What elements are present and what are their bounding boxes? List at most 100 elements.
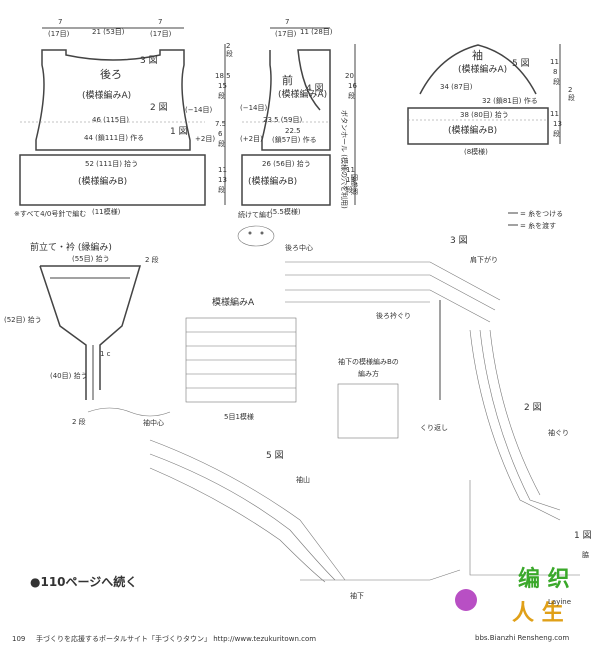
svg-text:段: 段 [568,93,575,102]
front-top-left: 7 [285,18,289,26]
chart-fig3: 3 図 [450,235,468,246]
sleeve-rows: (8模様) [464,147,488,156]
stitch-chart-fig2: 2 図 袖ぐり [469,329,569,521]
chart-underarm-title: 袖下の模様編みBの [338,357,399,366]
footer: ●110ページへ続く 109 手づくりを応援するポータルサイト「手づくりタウン」… [12,574,316,643]
back-top-right: 7 [158,18,162,26]
chart-back-center: 後ろ中心 [285,243,313,252]
back-top-left: 7 [58,18,62,26]
chart-underarm: 袖下 [350,591,364,600]
back-fig2: 2 図 [150,102,168,113]
chart-armhole: 袖ぐり [548,428,569,437]
svg-text:13: 13 [218,176,227,184]
back-top-left-sts: (17目) [48,30,70,38]
back-piece: 後ろ (模様編みA) (模様編みB) 3 図 2 図 1 図 7 (17目) 2… [14,18,215,218]
hook-note: ※すべて4/0号針で編む [14,209,86,218]
placket-width: 1 c [100,350,111,358]
svg-text:段: 段 [218,91,225,100]
sleeve-bottom-width: 38 (80目) 拾う [460,110,509,119]
svg-text:15: 15 [218,82,227,90]
watermark-url: bbs.Bianzhi Rensheng.com [475,634,569,642]
back-mid-width: 46 (115目) [92,116,129,124]
sleeve-mid-width: 32 (鎖81目) 作る [482,96,538,105]
back-plus2: +2目) [195,135,215,143]
back-pattern-b: (模様編みB) [78,175,127,187]
front-top-right: 11 (28目) [300,28,333,36]
chart-back-neck: 後ろ衿ぐり [376,311,411,320]
chart-underarm-title2: 編み方 [358,369,379,378]
watermark-small: Layine [548,598,571,606]
svg-text:段: 段 [218,185,225,194]
watermark-logo: 编 织 人 生 Layine bbs.Bianzhi Rensheng.com [455,566,571,642]
chart-repeat: 5目1模様 [224,412,254,421]
continue-note: ●110ページへ続く [30,574,137,589]
back-rows: (11模様) [92,207,121,216]
front-chain: 22.5 [285,127,301,135]
front-piece: 前 (模様編みA) (模様編みB) 4 図 7 (17目) 11 (28目) 2… [238,18,333,219]
svg-text:6: 6 [218,130,223,138]
sleeve-fig5: 5 図 [512,58,530,69]
chart-fig1: 1 図 [574,530,592,541]
front-pattern-a: (模様編みA) [278,88,327,100]
sleeve-piece: 袖 (模様編みA) (模様編みB) 5 図 34 (87目) 32 (鎖81目)… [407,44,549,156]
svg-text:11: 11 [550,58,559,66]
placket-top: (55目) 拾う [72,254,110,263]
stitch-chart-fig5: 5 図 袖中心 袖山 1 図 脇 袖下 [143,418,592,600]
sleeve-pattern-a: (模様編みA) [458,63,507,75]
back-top-mid: 21 (53目) [92,28,125,36]
svg-text:8: 8 [553,68,557,76]
svg-text:7.5: 7.5 [215,120,226,128]
watermark-line1: 编 织 [518,566,570,592]
placket-rows2: 2 段 [72,417,86,426]
front-mid-width: 23.5 (59目) [263,116,302,124]
back-dec: (−14目) [185,106,213,114]
legend: = 糸をつける = 糸を渡す [508,209,563,230]
back-top-right-sts: (17目) [150,30,172,38]
chart-repeat2: くり返し [420,424,448,432]
front-bottom-width: 26 (56目) 拾う [262,159,311,168]
front-fig4: 4 図 [306,83,324,94]
front-dec: (−14目) [240,104,268,112]
svg-text:11: 11 [550,110,559,118]
svg-text:段: 段 [553,129,560,138]
front-top-left-sts: (17目) [275,30,297,38]
placket-rows: 2 段 [145,255,159,264]
placket-bottom: (40目) 拾う [50,371,88,380]
back-chain: 44 (鎖111目) 作る [84,133,144,142]
front-buttonhole-note: ボタンホール (模様の穴を利用) [340,110,349,209]
chart-fig5: 5 図 [266,450,284,461]
front-rows: (5.5模様) [270,207,301,216]
legend-attach: = 糸をつける [520,209,563,218]
front-ref: 図参照 [350,174,359,195]
sleeve-title: 袖 [472,48,483,62]
back-pattern-a: (模様編みA) [82,89,131,101]
back-bottom-width: 52 (111目) 拾う [85,159,138,168]
svg-text:16: 16 [348,82,357,90]
svg-text:段: 段 [553,77,560,86]
chart-sleeve-cap: 袖山 [296,475,310,484]
page-number: 109 [12,635,25,643]
stitch-chart-fig3: 3 図 後ろ中心 肩下がり 後ろ衿ぐり [285,235,501,400]
svg-text:11: 11 [218,166,227,174]
stitch-chart-underarm: 袖下の模様編みBの 編み方 くり返し [337,357,448,439]
stitch-chart-pattern-a: 模様編みA 5目1模様 [185,296,297,421]
legend-cut: = 糸を渡す [520,221,556,230]
svg-text:段: 段 [226,49,233,58]
svg-text:13: 13 [553,120,562,128]
chart-sleeve-center: 袖中心 [143,418,164,427]
cat-illustration [237,225,275,247]
svg-text:段: 段 [348,91,355,100]
placket-title: 前立て・衿 (縁編み) [30,241,112,253]
svg-text:2: 2 [226,42,230,50]
svg-text:段: 段 [218,139,225,148]
placket-collar: 前立て・衿 (縁編み) (55目) 拾う (52目) 拾う (40目) 拾う 2… [4,241,171,426]
back-fig3: 3 図 [140,55,158,66]
svg-text:13: 13 [346,176,355,184]
svg-text:20: 20 [345,72,354,80]
front-chain-sts: (鎖57目) 作る [272,135,317,144]
placket-side: (52目) 拾う [4,315,42,324]
sleeve-top-sts: 34 (87目) [440,83,473,91]
chart-fig2: 2 図 [524,402,542,413]
back-title: 後ろ [100,67,122,81]
